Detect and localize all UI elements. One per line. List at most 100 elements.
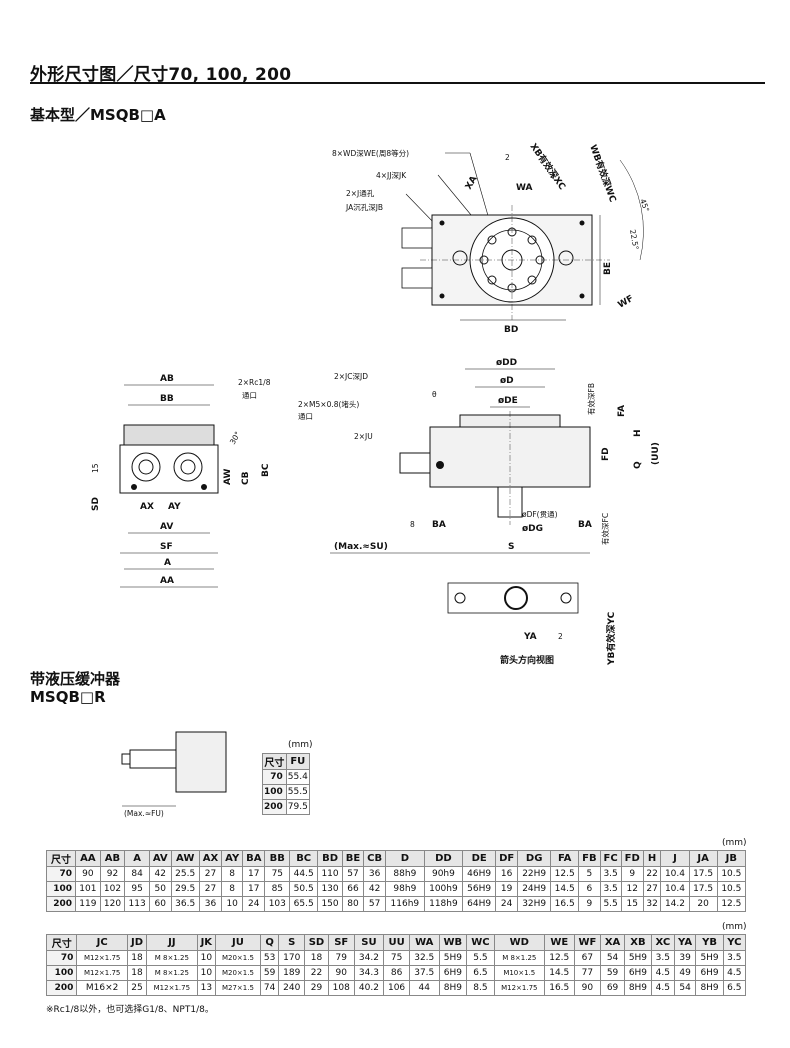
table-cell: 90h9 [423, 866, 464, 882]
label-dde: øDE [498, 396, 518, 406]
label-two-a: 2 [505, 153, 510, 162]
table-header-cell: D [385, 850, 425, 867]
label-port: 通口 [242, 390, 257, 400]
table-header-cell: DD [423, 850, 464, 867]
table-header-cell: WB [438, 934, 468, 951]
table-cell: 5 [578, 866, 601, 882]
table-cell: 14.2 [660, 896, 690, 912]
table-cell: 75 [383, 950, 410, 966]
label-h: H [633, 429, 643, 437]
label-j-thru: 2×J通孔 [346, 188, 375, 198]
table-cell: 86 [383, 965, 410, 981]
table-cell: 39 [673, 950, 697, 966]
table-cell: 50.5 [289, 881, 319, 897]
table-cell: 22 [642, 866, 662, 882]
table-cell: 40.2 [353, 980, 385, 996]
table-cell: 120 [99, 896, 126, 912]
table-cell: 10 [196, 950, 217, 966]
table-cell: 57 [341, 866, 365, 882]
table-cell: 8 [221, 866, 244, 882]
table-cell: 70 [45, 866, 77, 882]
table-cell: 10.5 [716, 881, 747, 897]
table-cell: 119 [75, 896, 101, 912]
table-cell: 5H9 [695, 950, 724, 966]
table-cell: 108 [327, 980, 355, 996]
label-ba2: BA [578, 520, 592, 530]
table-cell: 46H9 [462, 866, 497, 882]
label-wa: WA [516, 183, 533, 193]
label-30: 30° [228, 430, 243, 446]
table-cell: 85 [264, 881, 291, 897]
table-cell: 5H9 [438, 950, 468, 966]
table-cell: 27 [198, 881, 223, 897]
table-cell: 36.5 [170, 896, 200, 912]
table-cell: 8H9 [695, 980, 724, 996]
label-two-b: 2 [550, 171, 555, 180]
table-header-cell: WF [573, 934, 602, 951]
label-be: BE [603, 262, 613, 275]
table-header-cell: BB [264, 850, 291, 867]
fu-cell: 70 [262, 769, 287, 785]
label-m5: 2×M5×0.8(堵头) [298, 399, 359, 409]
table-cell: 80 [341, 896, 365, 912]
label-15: 15 [91, 463, 100, 473]
label-fb: 有效深FB [586, 383, 596, 415]
table-cell: 74 [259, 980, 280, 996]
fu-unit: (mm) [288, 740, 313, 750]
table-cell: 16 [495, 866, 519, 882]
table-cell: 100 [45, 881, 77, 897]
table-cell: 17.5 [688, 881, 718, 897]
table-cell: 4.5 [722, 965, 747, 981]
table-header-cell: S [278, 934, 306, 951]
table-cell: 22 [304, 965, 329, 981]
table-cell: 69 [600, 980, 625, 996]
label-bb: BB [160, 394, 174, 404]
table-cell: 15 [620, 896, 644, 912]
table-cell: 59 [259, 965, 280, 981]
title-divider [30, 82, 765, 84]
table-cell: 44.5 [289, 866, 319, 882]
table-header-cell: XC [651, 934, 675, 951]
label-a: A [164, 558, 171, 568]
table-header-cell: SU [353, 934, 385, 951]
table-cell: 49 [673, 965, 697, 981]
label-fd: FD [601, 447, 611, 461]
table-cell: 60 [148, 896, 172, 912]
table-cell: 6.5 [722, 980, 747, 996]
table-cell: 240 [278, 980, 306, 996]
table-header-cell: UU [383, 934, 410, 951]
table-cell: 32 [642, 896, 662, 912]
table-cell: 200 [45, 896, 77, 912]
table-cell: M20×1.5 [215, 950, 261, 966]
table-cell: 100 [45, 965, 78, 981]
table-cell: 22H9 [517, 866, 552, 882]
table-header-cell: SF [327, 934, 355, 951]
table-cell: 4.5 [651, 980, 675, 996]
table-header-cell: BA [242, 850, 266, 867]
footnote: ※Rc1/8以外，也可选择G1/8、NPT1/8。 [46, 1005, 214, 1015]
table-cell: 53 [259, 950, 280, 966]
table-header-cell: XA [600, 934, 625, 951]
table-cell: 37.5 [409, 965, 440, 981]
table-header-cell: 尺寸 [45, 934, 78, 951]
top-view-drawing: 8×WD深WE(周8等分) 4×JJ深JK 2×J通孔 JA沉孔深JB XA W… [332, 141, 651, 335]
table-cell: 66 [341, 881, 365, 897]
label-bd: BD [504, 325, 518, 335]
table-header-cell: YC [722, 934, 747, 951]
table-cell: 29.5 [170, 881, 200, 897]
label-dg: øDG [522, 524, 543, 534]
table-cell: 24H9 [517, 881, 552, 897]
label-uu: (UU) [651, 442, 661, 465]
label-8: 8 [410, 520, 415, 529]
table-cell: 64H9 [462, 896, 497, 912]
label-max-fu: (Max.≈FU) [124, 809, 164, 818]
table-cell: 9 [620, 866, 644, 882]
table-cell: 84 [124, 866, 150, 882]
table-cell: 5H9 [623, 950, 653, 966]
table-cell: 16.5 [544, 980, 575, 996]
label-bc: BC [261, 463, 271, 477]
table-header-cell: AV [148, 850, 172, 867]
table-cell: 6H9 [623, 965, 653, 981]
